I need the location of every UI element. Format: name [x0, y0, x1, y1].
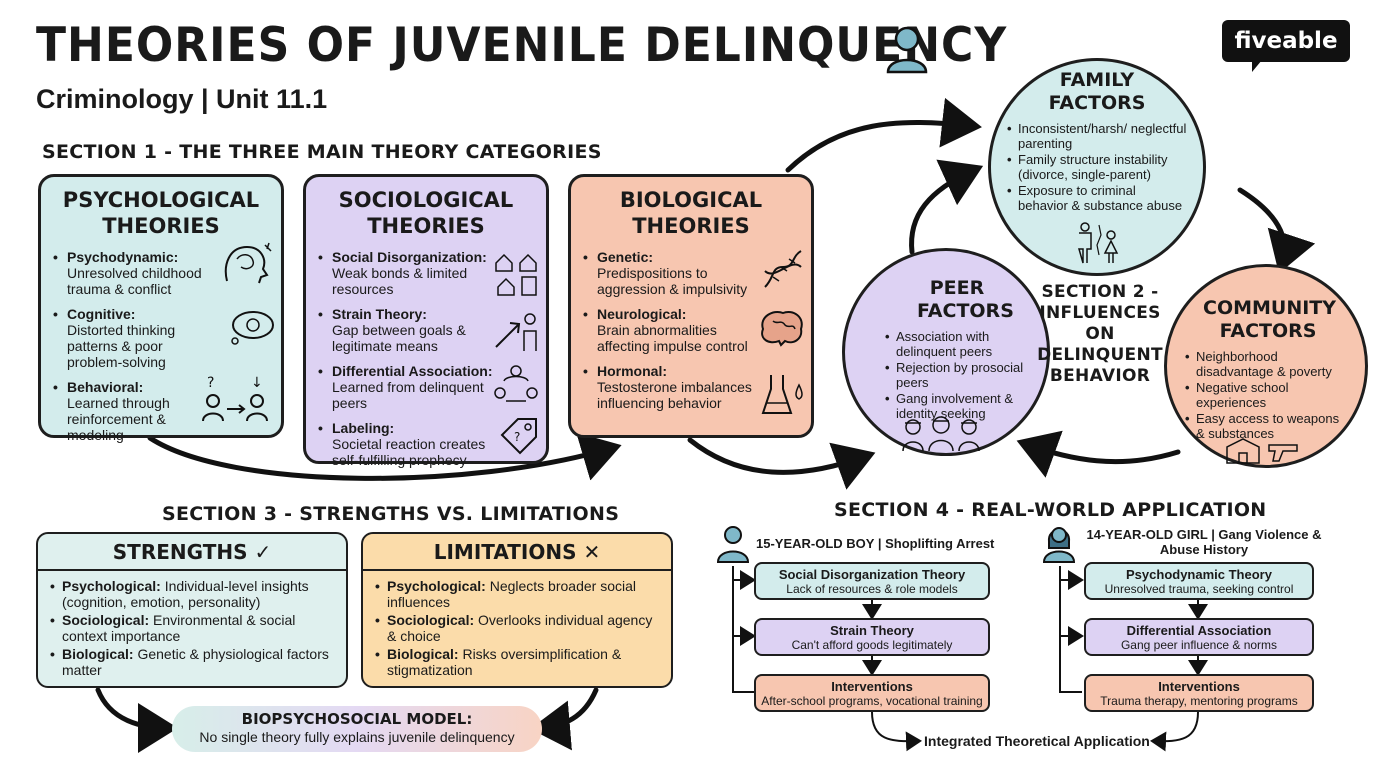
card-sociological: SOCIOLOGICAL THEORIES Social Disorganiza… — [303, 174, 549, 468]
card-biological: BIOLOGICAL THEORIES Genetic:Predispositi… — [568, 174, 814, 438]
card-title: PSYCHOLOGICAL THEORIES — [62, 188, 260, 238]
brand-logo: fiveable — [1222, 20, 1350, 62]
list-item: Inconsistent/harsh/ neglectful parenting — [1007, 121, 1187, 151]
gap-arrow-icon — [495, 313, 537, 351]
strengths-title: STRENGTHS ✓ — [38, 534, 346, 571]
list-item: Negative school experiences — [1185, 380, 1351, 410]
list-item: Rejection by prosocial peers — [885, 360, 1029, 390]
strengths-box: STRENGTHS ✓ Psychological: Individual-le… — [36, 532, 348, 688]
list-item: Exposure to criminal behavior & substanc… — [1007, 183, 1187, 213]
list-item: Association with delinquent peers — [885, 329, 1029, 359]
biopsychosocial-model: BIOPSYCHOSOCIAL MODEL: No single theory … — [172, 706, 542, 752]
model-title: BIOPSYCHOSOCIAL MODEL: — [241, 710, 473, 728]
list-item: Genetic:Predispositions to aggression & … — [583, 249, 763, 297]
list-item: Cognitive:Distorted thinking patterns & … — [53, 306, 217, 370]
list-item: Neurological:Brain abnormalities affecti… — [583, 306, 763, 354]
family-icon — [1078, 222, 1119, 264]
label-tag-icon: ? — [500, 418, 537, 455]
list-item: Sociological: Overlooks individual agenc… — [375, 612, 659, 644]
gang-group-icon — [902, 416, 980, 452]
svg-text:?: ? — [514, 430, 520, 444]
circle-title: COMMUNITY FACTORS — [1203, 297, 1337, 342]
people-reinforcement-icon: ? ↓ — [202, 375, 268, 422]
list-item: Biological: Risks oversimplification & s… — [375, 646, 659, 678]
school-weapon-icon — [1226, 438, 1298, 464]
section4-heading: SECTION 4 - REAL-WORLD APPLICATION — [834, 499, 1267, 521]
cross-icon: ✕ — [583, 540, 601, 564]
limitations-box: LIMITATIONS ✕ Psychological: Neglects br… — [361, 532, 673, 688]
brand-name: fiveable — [1234, 28, 1338, 54]
logo-tail — [1252, 60, 1262, 72]
page-title: THEORIES OF JUVENILE DELINQUENCY — [36, 18, 1008, 74]
section2-heading: SECTION 2 - INFLUENCES ON DELINQUENT BEH… — [1037, 282, 1163, 386]
section3-heading: SECTION 3 - STRENGTHS VS. LIMITATIONS — [162, 503, 620, 525]
page-subtitle: Criminology | Unit 11.1 — [36, 84, 328, 114]
list-item: Psychological: Individual-level insights… — [50, 578, 334, 610]
list-item: Differential Association:Learned from de… — [318, 363, 498, 411]
list-item: Gang involvement & identity seeking — [885, 391, 1029, 421]
list-item: Labeling:Societal reaction creates self-… — [318, 420, 498, 468]
peer-group-icon — [494, 365, 538, 402]
list-item: Psychological: Neglects broader social i… — [375, 578, 659, 610]
circle-community-factors: COMMUNITY FACTORS Neighborhood disadvant… — [1164, 264, 1368, 468]
list-item: Biological: Genetic & physiological fact… — [50, 646, 334, 678]
dna-icon — [764, 250, 802, 288]
card-title: BIOLOGICAL THEORIES — [619, 188, 763, 238]
list-item: Psychodynamic:Unresolved childhood traum… — [53, 249, 217, 297]
list-item: Behavioral:Learned through reinforcement… — [53, 379, 217, 443]
checkmark-icon: ✓ — [254, 540, 272, 564]
svg-text:↓: ↓ — [251, 375, 263, 391]
list-item: Sociological: Environmental & social con… — [50, 612, 334, 644]
case1-title: 15-YEAR-OLD BOY | Shoplifting Arrest — [756, 536, 995, 551]
circle-family-factors: FAMILY FACTORS Inconsistent/harsh/ negle… — [988, 58, 1206, 276]
card-title: SOCIOLOGICAL THEORIES — [338, 188, 514, 238]
houses-icon — [495, 253, 537, 296]
thought-bubble-icon — [231, 311, 274, 345]
limitations-title: LIMITATIONS ✕ — [363, 534, 671, 571]
card-psychological: PSYCHOLOGICAL THEORIES Psychodynamic:Unr… — [38, 174, 284, 443]
list-item: Social Disorganization:Weak bonds & limi… — [318, 249, 498, 297]
list-item: Family structure instability (divorce, s… — [1007, 152, 1187, 182]
flask-icon — [761, 375, 803, 414]
girl-avatar-icon — [1042, 527, 1076, 563]
head-brain-icon — [224, 242, 272, 284]
list-item: Hormonal:Testosterone imbalances influen… — [583, 363, 763, 411]
list-item: Strain Theory:Gap between goals & legiti… — [318, 306, 498, 354]
list-item: Neighborhood disadvantage & poverty — [1185, 349, 1351, 379]
person-icon — [884, 24, 930, 79]
brain-icon — [761, 311, 803, 347]
circle-peer-factors: PEER FACTORS Association with delinquent… — [842, 248, 1050, 456]
model-text: No single theory fully explains juvenile… — [199, 729, 515, 745]
svg-text:?: ? — [207, 375, 214, 391]
case2-title: 14-YEAR-OLD GIRL | Gang Violence & Abuse… — [1086, 527, 1322, 557]
circle-title: PEER FACTORS — [917, 277, 1014, 322]
boy-avatar-icon — [716, 526, 750, 563]
integrated-application-label: Integrated Theoretical Application — [924, 733, 1150, 749]
section1-heading: SECTION 1 - THE THREE MAIN THEORY CATEGO… — [42, 141, 602, 163]
list-item: Easy access to weapons & substances — [1185, 411, 1351, 441]
circle-title: FAMILY FACTORS — [1048, 69, 1146, 114]
